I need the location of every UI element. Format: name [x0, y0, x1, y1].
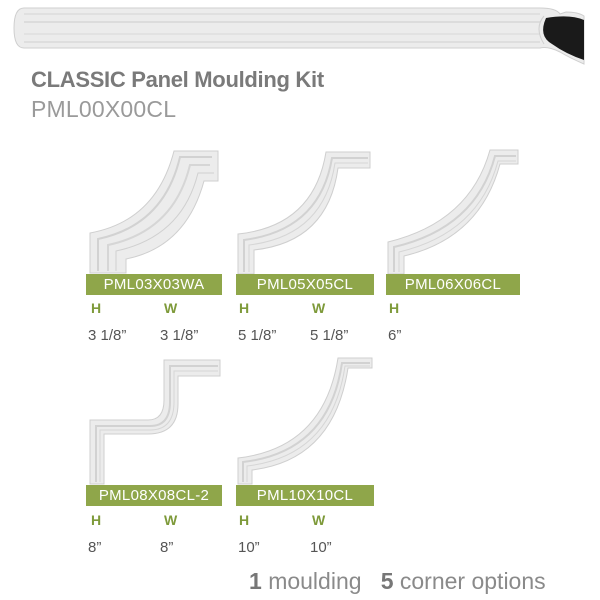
- footer-summary: 1 moulding 5 corner options: [249, 568, 546, 595]
- corner-image-pml05x05cl: [237, 151, 371, 275]
- width-value: 5 1/8”: [310, 327, 349, 344]
- width-label: W: [312, 512, 326, 528]
- width-value: 10”: [310, 539, 332, 556]
- moulding-profile-image: [13, 7, 585, 65]
- corner-options-text: corner options: [399, 568, 546, 594]
- height-label: H: [389, 300, 400, 316]
- corner-image-pml03x03wa: [89, 150, 219, 274]
- width-value: 3 1/8”: [160, 327, 199, 344]
- height-value: 5 1/8”: [238, 327, 277, 344]
- width-label: W: [312, 300, 326, 316]
- moulding-text: moulding: [268, 568, 362, 594]
- corner-label-pml06x06cl: PML06X06CL: [386, 274, 520, 295]
- height-label: H: [91, 300, 102, 316]
- width-label: W: [164, 300, 178, 316]
- height-label: H: [91, 512, 102, 528]
- corner-label-pml08x08cl-2: PML08X08CL-2: [86, 485, 222, 506]
- page-title: CLASSIC Panel Moulding Kit: [31, 67, 324, 92]
- corner-image-pml08x08cl-2: [89, 359, 221, 485]
- corner-count: 5: [380, 568, 394, 594]
- height-value: 3 1/8”: [88, 327, 127, 344]
- corner-image-pml10x10cl: [237, 357, 373, 485]
- width-label: W: [164, 512, 178, 528]
- height-value: 10”: [238, 539, 260, 556]
- corner-label-pml10x10cl: PML10X10CL: [236, 485, 374, 506]
- moulding-count: 1: [249, 568, 262, 594]
- width-value: 8”: [160, 539, 174, 556]
- corner-label-pml05x05cl: PML05X05CL: [236, 274, 374, 295]
- height-value: 6”: [388, 327, 402, 344]
- page-subtitle: PML00X00CL: [31, 96, 177, 122]
- height-value: 8”: [88, 539, 102, 556]
- height-label: H: [239, 300, 250, 316]
- height-label: H: [239, 512, 250, 528]
- corner-label-pml03x03wa: PML03X03WA: [86, 274, 222, 295]
- corner-image-pml06x06cl: [387, 149, 519, 275]
